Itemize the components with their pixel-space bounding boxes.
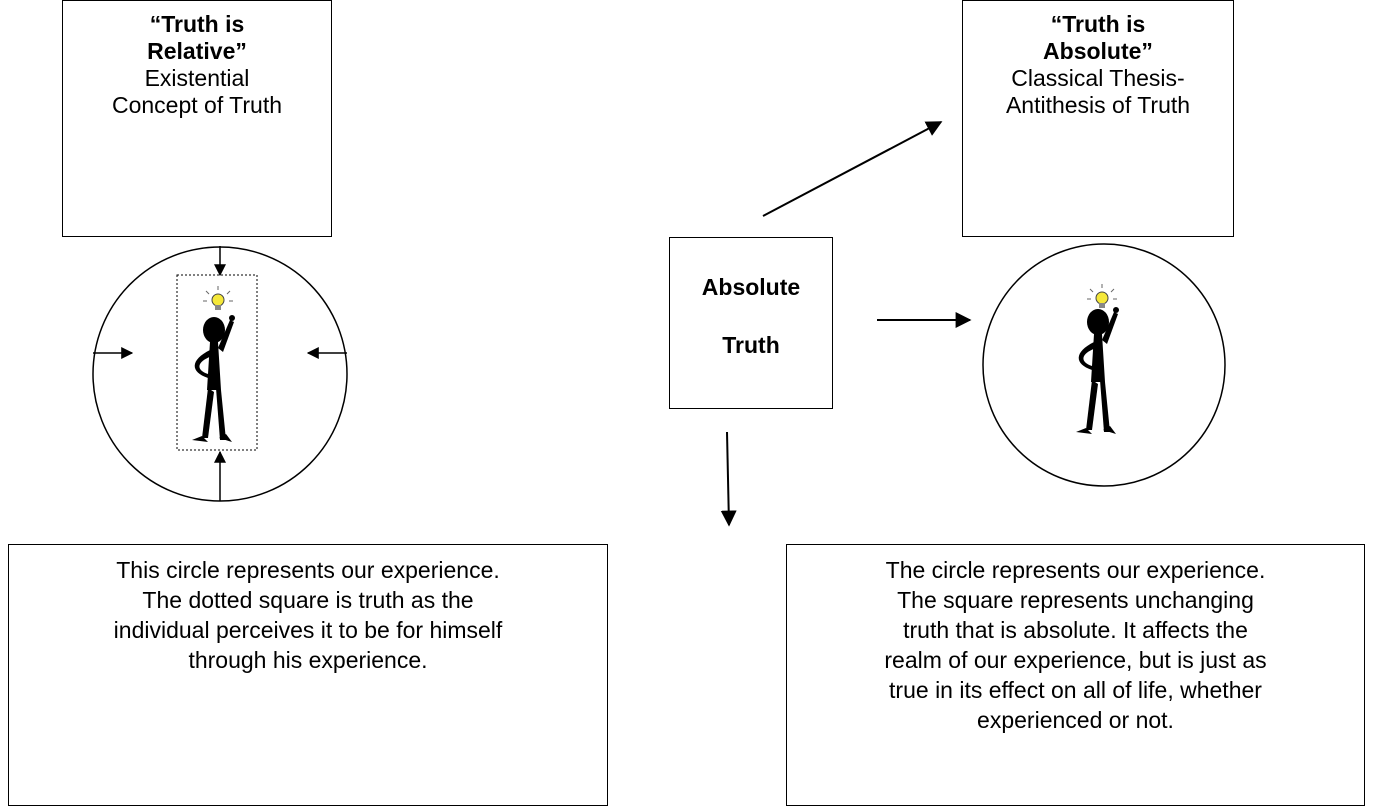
relative-truth-box: “Truth is Relative” Existential Concept … [62,0,332,237]
relative-description-box: This circle represents our experience. T… [8,544,608,806]
absolute-description-box: The circle represents our experience. Th… [786,544,1365,806]
desc-left-line: The dotted square is truth as the [142,587,474,613]
center-line1: Absolute [701,274,801,300]
desc-right-line: experienced or not. [977,707,1174,733]
desc-left-line: individual perceives it to be for himsel… [113,617,503,643]
relative-title-line1: “Truth is [149,11,245,37]
relative-sub-line2: Concept of Truth [111,92,283,118]
right-experience-circle [982,243,1226,487]
absolute-truth-box: “Truth is Absolute” Classical Thesis- An… [962,0,1234,237]
lightbulb-icon [202,285,234,311]
desc-left-line: This circle represents our experience. [116,557,500,583]
desc-right-line: true in its effect on all of life, wheth… [889,677,1262,703]
absolute-title-line1: “Truth is [1050,11,1146,37]
lightbulb-icon [1086,283,1118,309]
stick-figure-icon [192,315,235,442]
desc-right-line: The square represents unchanging [897,587,1254,613]
relative-title-line2: Relative” [147,38,247,64]
desc-right-line: truth that is absolute. It affects the [903,617,1248,643]
desc-right-line: The circle represents our experience. [885,557,1266,583]
arrow-to-absolute-box [762,121,943,217]
desc-left-line: through his experience. [188,647,428,673]
arrow-down [720,431,737,527]
absolute-sub-line2: Antithesis of Truth [1005,92,1191,118]
absolute-truth-center-box: Absolute Truth [669,237,833,409]
absolute-title-line2: Absolute” [1043,38,1153,64]
center-line2: Truth [722,332,780,358]
relative-sub-line1: Existential [144,65,250,91]
stick-figure-icon [1076,307,1119,434]
desc-right-line: realm of our experience, but is just as [884,647,1267,673]
absolute-sub-line1: Classical Thesis- [1011,65,1185,91]
